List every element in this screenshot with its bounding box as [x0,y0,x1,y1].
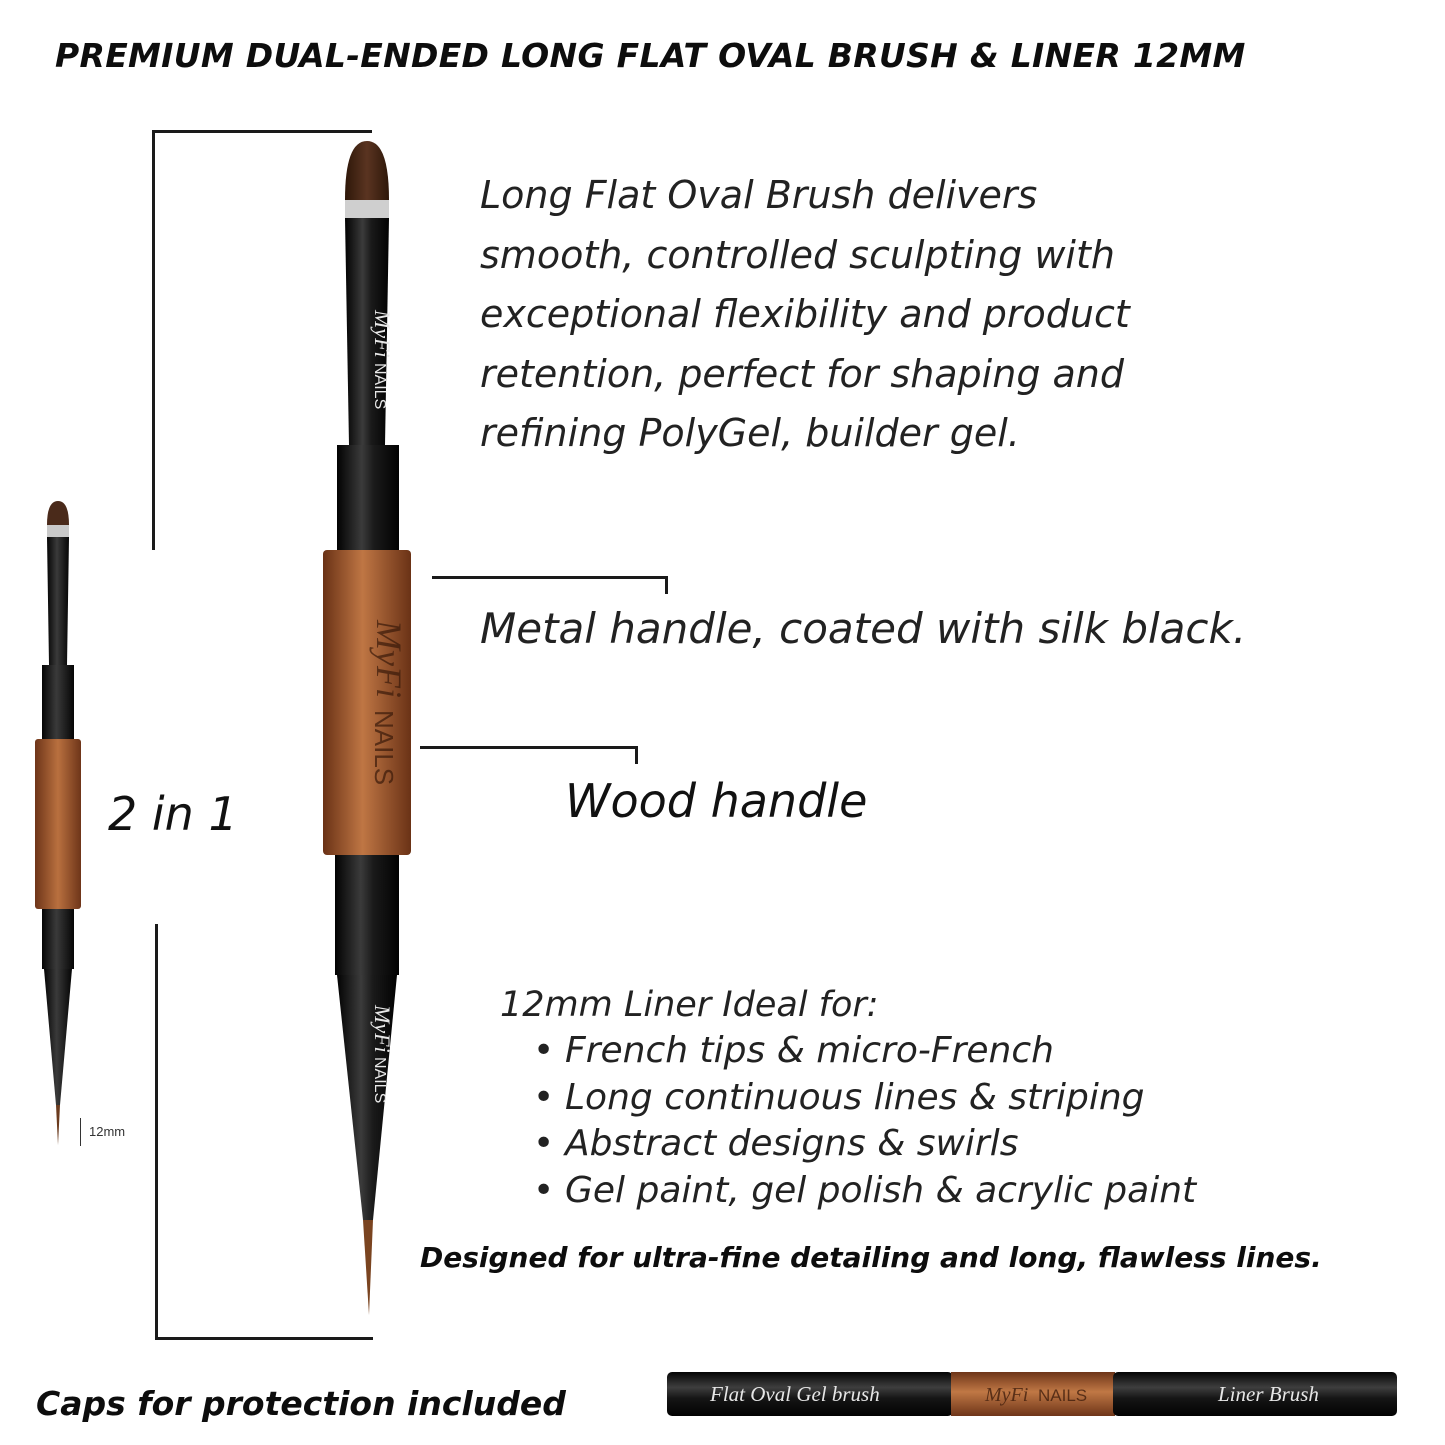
wood-callout-tick [635,746,638,764]
cap-right-label: Liner Brush [1217,1382,1319,1406]
brand-script-top: MyFi [370,309,395,358]
size-tick [80,1118,81,1146]
liner-uses-list: •French tips & micro-French •Long contin… [533,1028,1196,1214]
metal-handle-label: Metal handle, coated with silk black. [480,604,1247,653]
brand-text-top: NAILS [371,363,388,409]
tagline: Designed for ultra-fine detailing and lo… [420,1241,1322,1274]
bracket-bottom-horizontal [155,1337,373,1340]
metal-callout-tick [665,576,668,594]
list-item: •Long continuous lines & striping [533,1076,1145,1118]
metal-callout-line [432,576,668,579]
bracket-top-horizontal [152,130,372,133]
brand-text-bottom: NAILS [371,1057,388,1103]
two-in-one-label: 2 in 1 [108,787,238,841]
list-item: •Gel paint, gel polish & acrylic paint [533,1169,1197,1211]
brand-script-bottom: MyFi [370,1004,395,1053]
capped-brush-illustration: Flat Oval Gel brush MyFi NAILS Liner Bru… [667,1372,1397,1416]
cap-brand-script: MyFi [984,1384,1028,1406]
cap-left-label: Flat Oval Gel brush [709,1382,880,1406]
bracket-top-vertical [152,130,155,550]
caps-note: Caps for protection included [36,1384,566,1423]
liner-title: 12mm Liner Ideal for: [500,985,879,1025]
wood-callout-line [420,746,638,749]
list-item: •Abstract designs & swirls [533,1123,1019,1164]
brush-description: Long Flat Oval Brush delivers smooth, co… [480,173,1130,455]
wood-handle-label: Wood handle [565,774,868,828]
cap-brand-text: NAILS [1038,1386,1087,1405]
list-item: •French tips & micro-French [533,1030,1054,1071]
small-brush-illustration [35,501,81,1145]
bracket-bottom-vertical [155,924,158,1340]
page-title: PREMIUM DUAL-ENDED LONG FLAT OVAL BRUSH … [55,36,1246,75]
large-brush-illustration: MyFi NAILS MyFi NAILS MyFi NAILS [323,141,411,1315]
liner-size-label: 12mm [89,1124,126,1139]
brand-text-mid: NAILS [369,710,399,785]
brand-script-mid: MyFi [369,619,409,698]
